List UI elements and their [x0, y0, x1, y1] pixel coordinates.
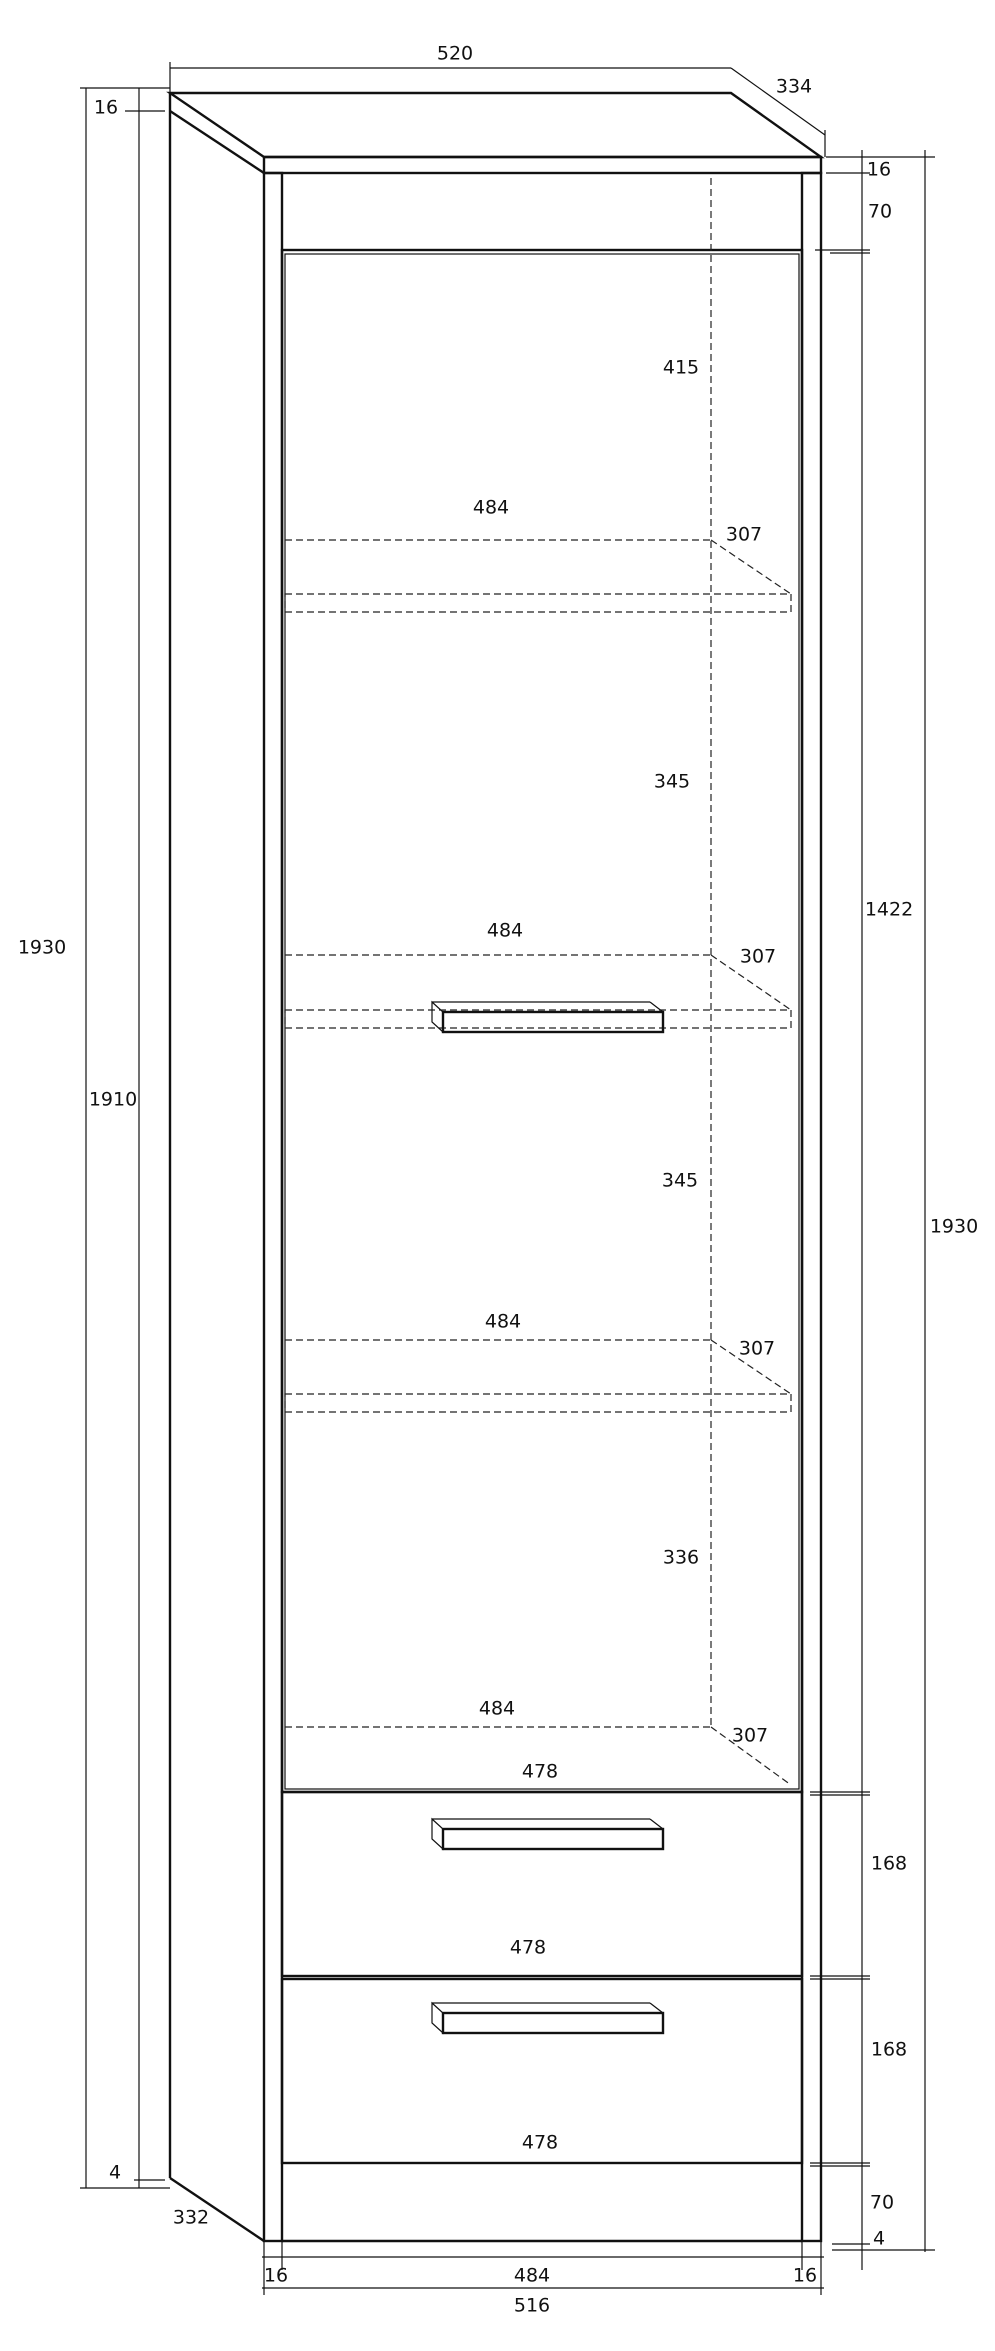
carcass-front: [262, 171, 823, 2243]
compartment-height-2: 345: [654, 771, 690, 793]
shelf-width-1: 484: [473, 497, 509, 519]
dim-width-bottom: 516: [514, 2295, 550, 2317]
dim-height-outer-right: 1930: [930, 1216, 978, 1238]
shelf-1: [284, 539, 792, 613]
drawer-1-handle[interactable]: [431, 1817, 665, 1851]
side-panel: [168, 93, 265, 2242]
dim-depth-top: 334: [776, 76, 812, 98]
top-panel: [166, 91, 825, 175]
shelf-3: [284, 1339, 792, 1413]
dim-inner-width: 484: [514, 2265, 550, 2287]
compartment-height-1: 415: [663, 357, 699, 379]
shelf-width-3: 484: [485, 1311, 521, 1333]
drawer-width-3: 478: [522, 2132, 558, 2154]
drawer-1[interactable]: [280, 1790, 804, 1978]
dim-top-thickness-left: 16: [94, 97, 118, 119]
dim-side-left: 16: [264, 2265, 288, 2287]
dim-plinth-height: 70: [870, 2192, 894, 2214]
shelf-width-2: 484: [487, 920, 523, 942]
interior-shelves: [284, 178, 792, 1786]
drawer-2[interactable]: [280, 1977, 804, 2165]
shelf-width-4: 484: [479, 1698, 515, 1720]
shelf-2: [284, 954, 792, 1029]
dim-drawer2-height: 168: [871, 2039, 907, 2061]
glass-door: [280, 248, 804, 1794]
dim-bottom-gap-right: 4: [873, 2228, 885, 2250]
dim-door-height: 1422: [865, 899, 913, 921]
dim-top-rail: 70: [868, 201, 892, 223]
compartment-height-3: 345: [662, 1170, 698, 1192]
dim-side-right: 16: [793, 2265, 817, 2287]
dimension-lines: [80, 62, 935, 2295]
shelf-depth-2: 307: [740, 946, 776, 968]
dimension-labels: 520 334 16 1930 1910 4 332 16 70 1422 19…: [18, 43, 978, 2317]
dim-height-side-left: 1910: [89, 1089, 137, 1111]
dim-height-outer-left: 1930: [18, 937, 66, 959]
dim-bottom-gap-left: 4: [109, 2162, 121, 2184]
drawer-width-1: 478: [522, 1761, 558, 1783]
drawer-2-handle[interactable]: [431, 2001, 665, 2035]
shelf-depth-4: 307: [732, 1725, 768, 1747]
dim-drawer1-height: 168: [871, 1853, 907, 1875]
bottom-shelf: [285, 1726, 792, 1786]
dim-width-top: 520: [437, 43, 473, 65]
dim-top-thickness-right: 16: [867, 159, 891, 181]
dim-depth-bottom: 332: [173, 2207, 209, 2229]
shelf-depth-1: 307: [726, 524, 762, 546]
compartment-height-4: 336: [663, 1547, 699, 1569]
shelf-depth-3: 307: [739, 1338, 775, 1360]
drawer-width-2: 478: [510, 1937, 546, 1959]
door-handle[interactable]: [431, 1000, 665, 1034]
